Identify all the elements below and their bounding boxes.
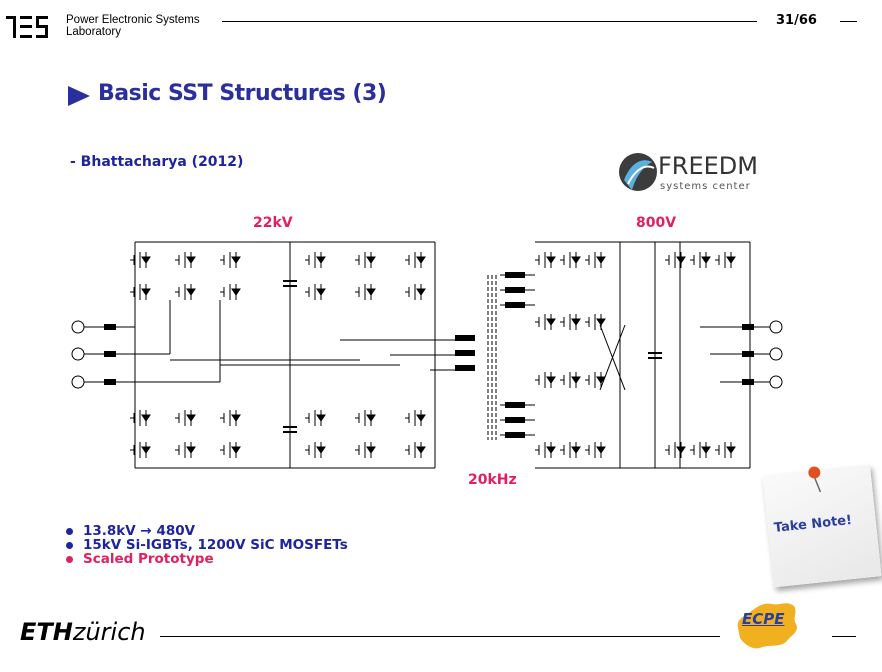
- switch-symbol: [220, 410, 241, 426]
- slide-subtitle: - Bhattacharya (2012): [70, 154, 244, 170]
- ecpe-europe-map-icon: [737, 603, 797, 649]
- bullet-list: 13.8kV → 480V 15kV Si-IGBTs, 1200V SiC M…: [66, 524, 348, 566]
- switch-symbol: [665, 252, 686, 268]
- switch-symbol: [220, 442, 241, 458]
- switch-symbol: [130, 410, 151, 426]
- switch-symbol: [715, 252, 736, 268]
- switch-symbol: [305, 284, 326, 300]
- switch-symbol: [405, 442, 426, 458]
- switch-symbol: [665, 442, 686, 458]
- eth-logo-bold: ETH: [20, 618, 73, 646]
- switch-symbol: [175, 442, 196, 458]
- freedm-logo: FREEDM systems center: [618, 150, 758, 196]
- switch-symbol: [175, 284, 196, 300]
- switch-symbol: [355, 284, 376, 300]
- footer-rule-right: [832, 636, 856, 637]
- bullet-text: 15kV Si-IGBTs, 1200V SiC MOSFETs: [83, 537, 348, 553]
- switch-symbol: [405, 410, 426, 426]
- ecpe-text: ECPE: [742, 610, 785, 628]
- switch-symbol: [585, 372, 606, 388]
- bullet-item: Scaled Prototype: [66, 552, 348, 566]
- switch-symbol: [405, 252, 426, 268]
- bullet-text: Scaled Prototype: [83, 551, 214, 567]
- slide-title: Basic SST Structures (3): [98, 81, 387, 106]
- sst-circuit-diagram: [71, 241, 783, 469]
- freedm-wordmark: FREEDM: [658, 152, 758, 180]
- switch-symbol: [560, 372, 581, 388]
- freedm-subtext: systems center: [660, 181, 751, 192]
- take-note-text: Take Note!: [773, 512, 853, 536]
- switch-symbol: [535, 252, 556, 268]
- label-22kv: 22kV: [253, 215, 293, 231]
- switch-symbol: [220, 252, 241, 268]
- label-20khz: 20kHz: [468, 472, 517, 488]
- bullet-dot: [66, 527, 73, 535]
- header-rule-right: [840, 21, 857, 22]
- switch-symbol: [305, 442, 326, 458]
- bullet-dot: [66, 541, 73, 549]
- bullet-item: 15kV Si-IGBTs, 1200V SiC MOSFETs: [66, 538, 348, 552]
- bullet-text: 13.8kV → 480V: [83, 523, 196, 539]
- switch-symbol: [560, 442, 581, 458]
- switch-symbol: [690, 252, 711, 268]
- switch-symbol: [585, 442, 606, 458]
- switch-symbol: [535, 314, 556, 330]
- switch-symbol: [405, 284, 426, 300]
- switch-symbol: [535, 372, 556, 388]
- switch-symbol: [220, 284, 241, 300]
- eth-logo: ETHzürich: [20, 618, 146, 646]
- pin-icon: [808, 466, 822, 493]
- title-arrow-icon: [68, 86, 90, 106]
- switch-symbol: [305, 252, 326, 268]
- switch-symbol: [175, 410, 196, 426]
- switch-symbol: [175, 252, 196, 268]
- lab-name-line1: Power Electronic Systems: [66, 14, 200, 26]
- bullet-dot: [66, 555, 73, 563]
- switch-symbol: [560, 252, 581, 268]
- header-rule: [222, 21, 757, 22]
- switch-symbol: [355, 410, 376, 426]
- switch-symbol: [355, 442, 376, 458]
- lab-name-line2: Laboratory: [66, 26, 121, 38]
- page-number: 31/66: [776, 13, 817, 28]
- bullet-item: 13.8kV → 480V: [66, 524, 348, 538]
- take-note-sticky: Take Note!: [762, 464, 882, 588]
- switch-symbol: [535, 442, 556, 458]
- switch-symbol: [130, 442, 151, 458]
- footer-rule: [160, 636, 720, 637]
- switch-symbol: [560, 314, 581, 330]
- switch-symbol: [585, 252, 606, 268]
- switch-symbol: [130, 284, 151, 300]
- switch-symbol: [715, 442, 736, 458]
- freedm-globe-icon: [619, 153, 657, 191]
- switch-symbol: [585, 314, 606, 330]
- switch-symbol: [690, 442, 711, 458]
- switch-symbol: [305, 410, 326, 426]
- pes-logo: [6, 16, 48, 38]
- eth-logo-rest: zürich: [72, 618, 146, 646]
- label-800v: 800V: [636, 215, 677, 231]
- switch-symbol: [355, 252, 376, 268]
- switch-symbol: [130, 252, 151, 268]
- ecpe-logo: ECPE: [728, 598, 804, 650]
